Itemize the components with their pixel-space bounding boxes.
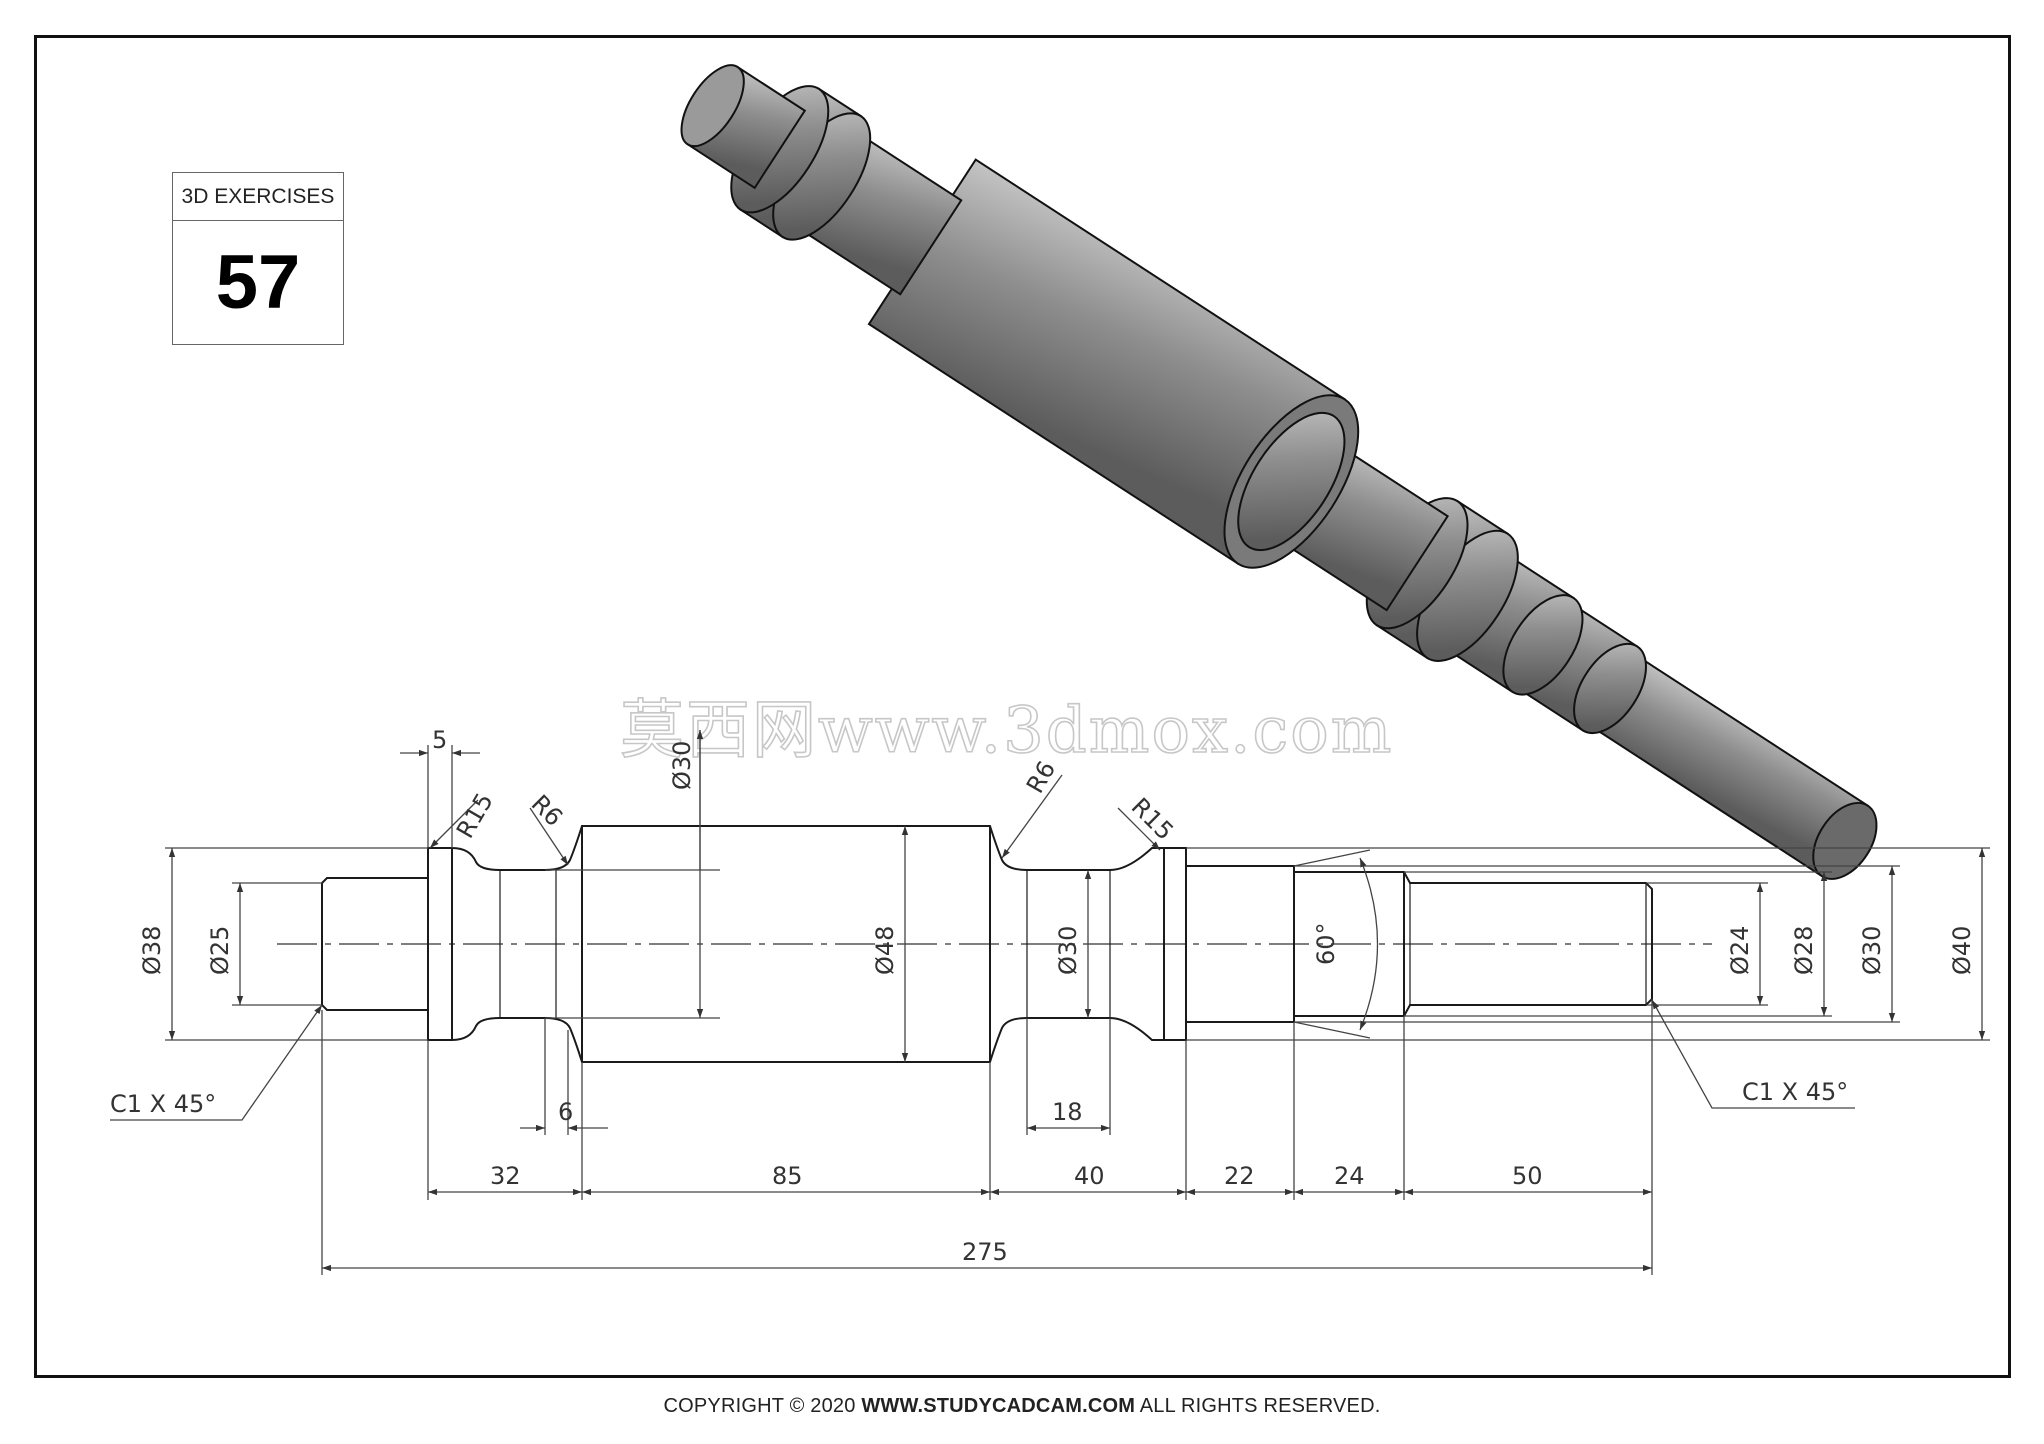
dim-r15-right: R15 xyxy=(1126,792,1179,845)
dim-chamfer-left: C1 X 45° xyxy=(110,1090,216,1118)
dim-275: 275 xyxy=(962,1238,1008,1266)
iso-collar-right-face xyxy=(1416,529,1519,662)
isometric-part-view xyxy=(680,64,1878,880)
front-view xyxy=(277,825,1712,1063)
dim-chamfer-right: C1 X 45° xyxy=(1742,1078,1848,1106)
dim-d48: Ø48 xyxy=(871,926,899,975)
part-profile-top xyxy=(321,825,1653,1000)
watermark: 莫西网www.3dmox.com xyxy=(620,694,1394,768)
dim-d28: Ø28 xyxy=(1790,926,1818,975)
iso-end-face-left xyxy=(680,64,745,148)
iso-step-30-face xyxy=(1502,594,1584,696)
iso-step-28-face xyxy=(1573,642,1648,735)
copyright-prefix: COPYRIGHT © 2020 xyxy=(663,1395,862,1417)
dimension-labels: 5 R15 R6 Ø30 R6 R15 Ø38 Ø25 Ø48 Ø30 60° … xyxy=(110,726,1976,1266)
iso-main-body-inner xyxy=(1237,411,1346,552)
dim-32: 32 xyxy=(490,1162,521,1190)
dim-22: 22 xyxy=(1224,1162,1255,1190)
dim-40: 40 xyxy=(1074,1162,1105,1190)
dim-d30-right: Ø30 xyxy=(1858,926,1886,975)
dim-angle: 60° xyxy=(1312,922,1340,965)
exercise-label: 3D EXERCISES xyxy=(173,173,343,221)
copyright-suffix: ALL RIGHTS RESERVED. xyxy=(1135,1395,1381,1417)
dim-5: 5 xyxy=(432,726,447,754)
dim-d25: Ø25 xyxy=(206,926,234,975)
dim-6: 6 xyxy=(558,1098,573,1126)
dim-r15-left: R15 xyxy=(451,788,499,843)
dim-r6-left: R6 xyxy=(526,789,568,831)
dim-d24: Ø24 xyxy=(1726,926,1754,975)
dimension-lines xyxy=(110,730,1990,1275)
exercise-number: 57 xyxy=(215,240,301,325)
part-profile-bottom xyxy=(321,998,1653,1063)
dim-18: 18 xyxy=(1052,1098,1083,1126)
drawing-border xyxy=(34,35,2011,1378)
dim-d30-top: Ø30 xyxy=(668,741,696,790)
dim-d38: Ø38 xyxy=(138,926,166,975)
dim-85: 85 xyxy=(772,1162,803,1190)
dim-d40: Ø40 xyxy=(1948,926,1976,975)
copyright-site-link[interactable]: WWW.STUDYCADCAM.COM xyxy=(861,1395,1136,1417)
copyright-footer: COPYRIGHT © 2020 WWW.STUDYCADCAM.COM ALL… xyxy=(0,1395,2044,1418)
exercise-box: 3D EXERCISES 57 xyxy=(172,172,344,345)
dim-50: 50 xyxy=(1512,1162,1543,1190)
dim-24: 24 xyxy=(1334,1162,1365,1190)
dim-d30-groove: Ø30 xyxy=(1054,926,1082,975)
